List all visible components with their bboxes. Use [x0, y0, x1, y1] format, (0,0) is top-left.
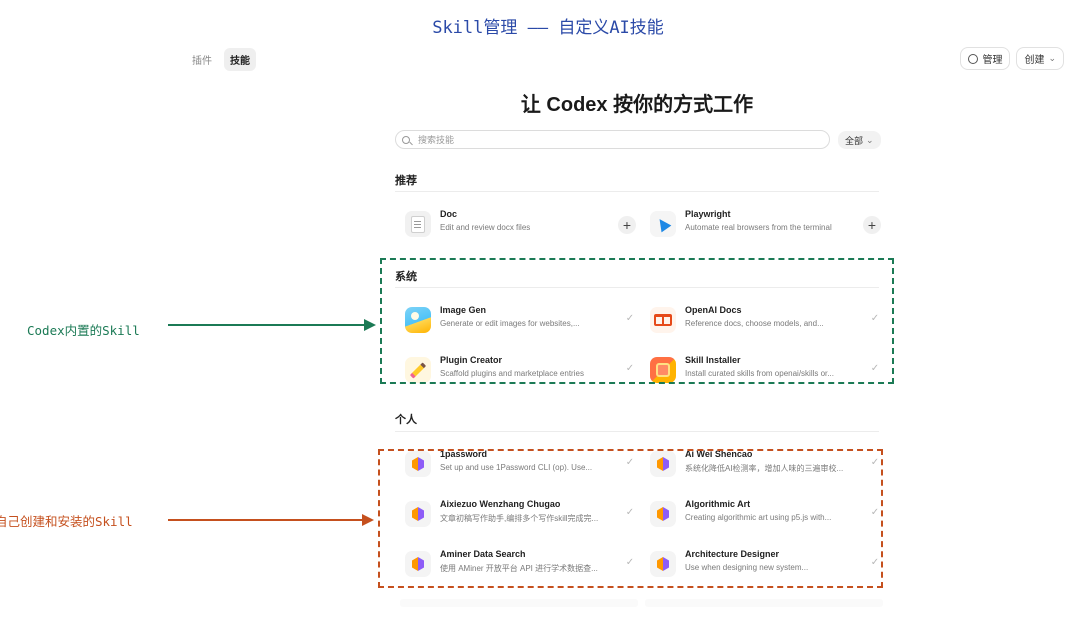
divider	[395, 431, 879, 432]
filter-dropdown[interactable]: 全部 ⌄	[838, 131, 881, 149]
section-title-personal: 个人	[395, 414, 417, 426]
check-icon: ✓	[625, 506, 635, 518]
skill-name: Playwright	[685, 209, 731, 219]
skill-item-aixiezuo[interactable]: Aixiezuo Wenzhang Chugao 文章初稿写作助手,编排多个写作…	[400, 499, 638, 531]
chevron-down-icon: ⌄	[866, 134, 874, 145]
personal-arrow	[168, 515, 374, 525]
manage-button[interactable]: 管理	[960, 47, 1011, 70]
skill-desc: Edit and review docx files	[440, 223, 531, 232]
filter-label: 全部	[845, 135, 864, 146]
list-item-partial	[645, 599, 883, 607]
cube-icon	[650, 501, 676, 527]
divider	[395, 287, 879, 288]
check-icon: ✓	[625, 362, 635, 374]
skill-item-playwright[interactable]: Playwright Automate real browsers from t…	[645, 209, 883, 241]
create-label: 创建	[1024, 55, 1045, 66]
search-bar[interactable]	[395, 130, 830, 149]
cube-icon	[405, 451, 431, 477]
skill-item-1password[interactable]: 1password Set up and use 1Password CLI (…	[400, 449, 638, 481]
check-icon: ✓	[870, 312, 880, 324]
skill-name: Ai Wei Shencao	[685, 449, 753, 459]
page-title: 让 Codex 按你的方式工作	[520, 94, 754, 116]
add-skill-button[interactable]: +	[863, 216, 881, 234]
image-icon	[405, 307, 431, 333]
check-icon: ✓	[870, 362, 880, 374]
system-annotation: Codex内置的Skill	[27, 323, 140, 338]
personal-highlight-box	[378, 449, 883, 588]
skill-name: Architecture Designer	[685, 549, 780, 559]
list-item-partial	[400, 599, 638, 607]
skill-name: Doc	[440, 209, 458, 219]
skill-item-image-gen[interactable]: Image Gen Generate or edit images for we…	[400, 305, 638, 337]
section-title-recommended: 推荐	[395, 175, 417, 187]
cube-icon	[650, 451, 676, 477]
skill-name: Aixiezuo Wenzhang Chugao	[440, 499, 561, 509]
check-icon: ✓	[870, 506, 880, 518]
tab-skills[interactable]: 技能	[224, 48, 256, 71]
skill-name: OpenAI Docs	[685, 305, 742, 315]
top-right-actions: 管理 创建 ⌄	[960, 47, 1064, 70]
personal-annotation: 自己创建和安装的Skill	[0, 514, 133, 529]
document-icon	[405, 211, 431, 237]
system-arrow	[168, 320, 376, 330]
skill-item-aminer[interactable]: Aminer Data Search 使用 AMiner 开放平台 API 进行…	[400, 549, 638, 581]
check-icon: ✓	[625, 456, 635, 468]
create-button[interactable]: 创建 ⌄	[1016, 47, 1064, 70]
search-icon	[402, 135, 410, 144]
skill-name: Algorithmic Art	[685, 499, 751, 509]
skill-name: 1password	[440, 449, 488, 459]
skill-item-ai-wei-shencao[interactable]: Ai Wei Shencao 系统化降低AI检测率，增加人味的三遍审校... ✓	[645, 449, 883, 481]
skill-name: Image Gen	[440, 305, 487, 315]
cube-icon	[650, 551, 676, 577]
skill-name: Aminer Data Search	[440, 549, 526, 559]
installer-icon	[650, 357, 676, 383]
skill-item-algorithmic-art[interactable]: Algorithmic Art Creating algorithmic art…	[645, 499, 883, 531]
pencil-icon	[405, 357, 431, 383]
cube-icon	[405, 551, 431, 577]
skill-item-openai-docs[interactable]: OpenAI Docs Reference docs, choose model…	[645, 305, 883, 337]
skill-item-plugin-creator[interactable]: Plugin Creator Scaffold plugins and mark…	[400, 355, 638, 387]
check-icon: ✓	[625, 312, 635, 324]
cube-icon	[405, 501, 431, 527]
section-title-system: 系统	[395, 271, 417, 283]
banner-title: Skill管理 —— 自定义AI技能	[432, 18, 664, 38]
manage-label: 管理	[982, 55, 1003, 66]
cursor-icon	[650, 211, 676, 237]
book-icon	[650, 307, 676, 333]
skill-item-skill-installer[interactable]: Skill Installer Install curated skills f…	[645, 355, 883, 387]
system-highlight-box	[380, 258, 894, 384]
check-icon: ✓	[625, 556, 635, 568]
skill-name: Skill Installer	[685, 355, 741, 365]
skill-desc: Automate real browsers from the terminal	[685, 223, 832, 232]
divider	[395, 191, 879, 192]
add-skill-button[interactable]: +	[618, 216, 636, 234]
check-icon: ✓	[870, 456, 880, 468]
chevron-down-icon: ⌄	[1048, 53, 1056, 63]
tab-plugins[interactable]: 插件	[192, 56, 212, 67]
check-icon: ✓	[870, 556, 880, 568]
skill-item-doc[interactable]: Doc Edit and review docx files +	[400, 209, 638, 241]
skill-item-architecture-designer[interactable]: Architecture Designer Use when designing…	[645, 549, 883, 581]
top-tabs: 插件 技能	[186, 48, 256, 71]
search-input[interactable]	[416, 133, 820, 146]
gear-icon	[968, 53, 979, 64]
skill-name: Plugin Creator	[440, 355, 503, 365]
